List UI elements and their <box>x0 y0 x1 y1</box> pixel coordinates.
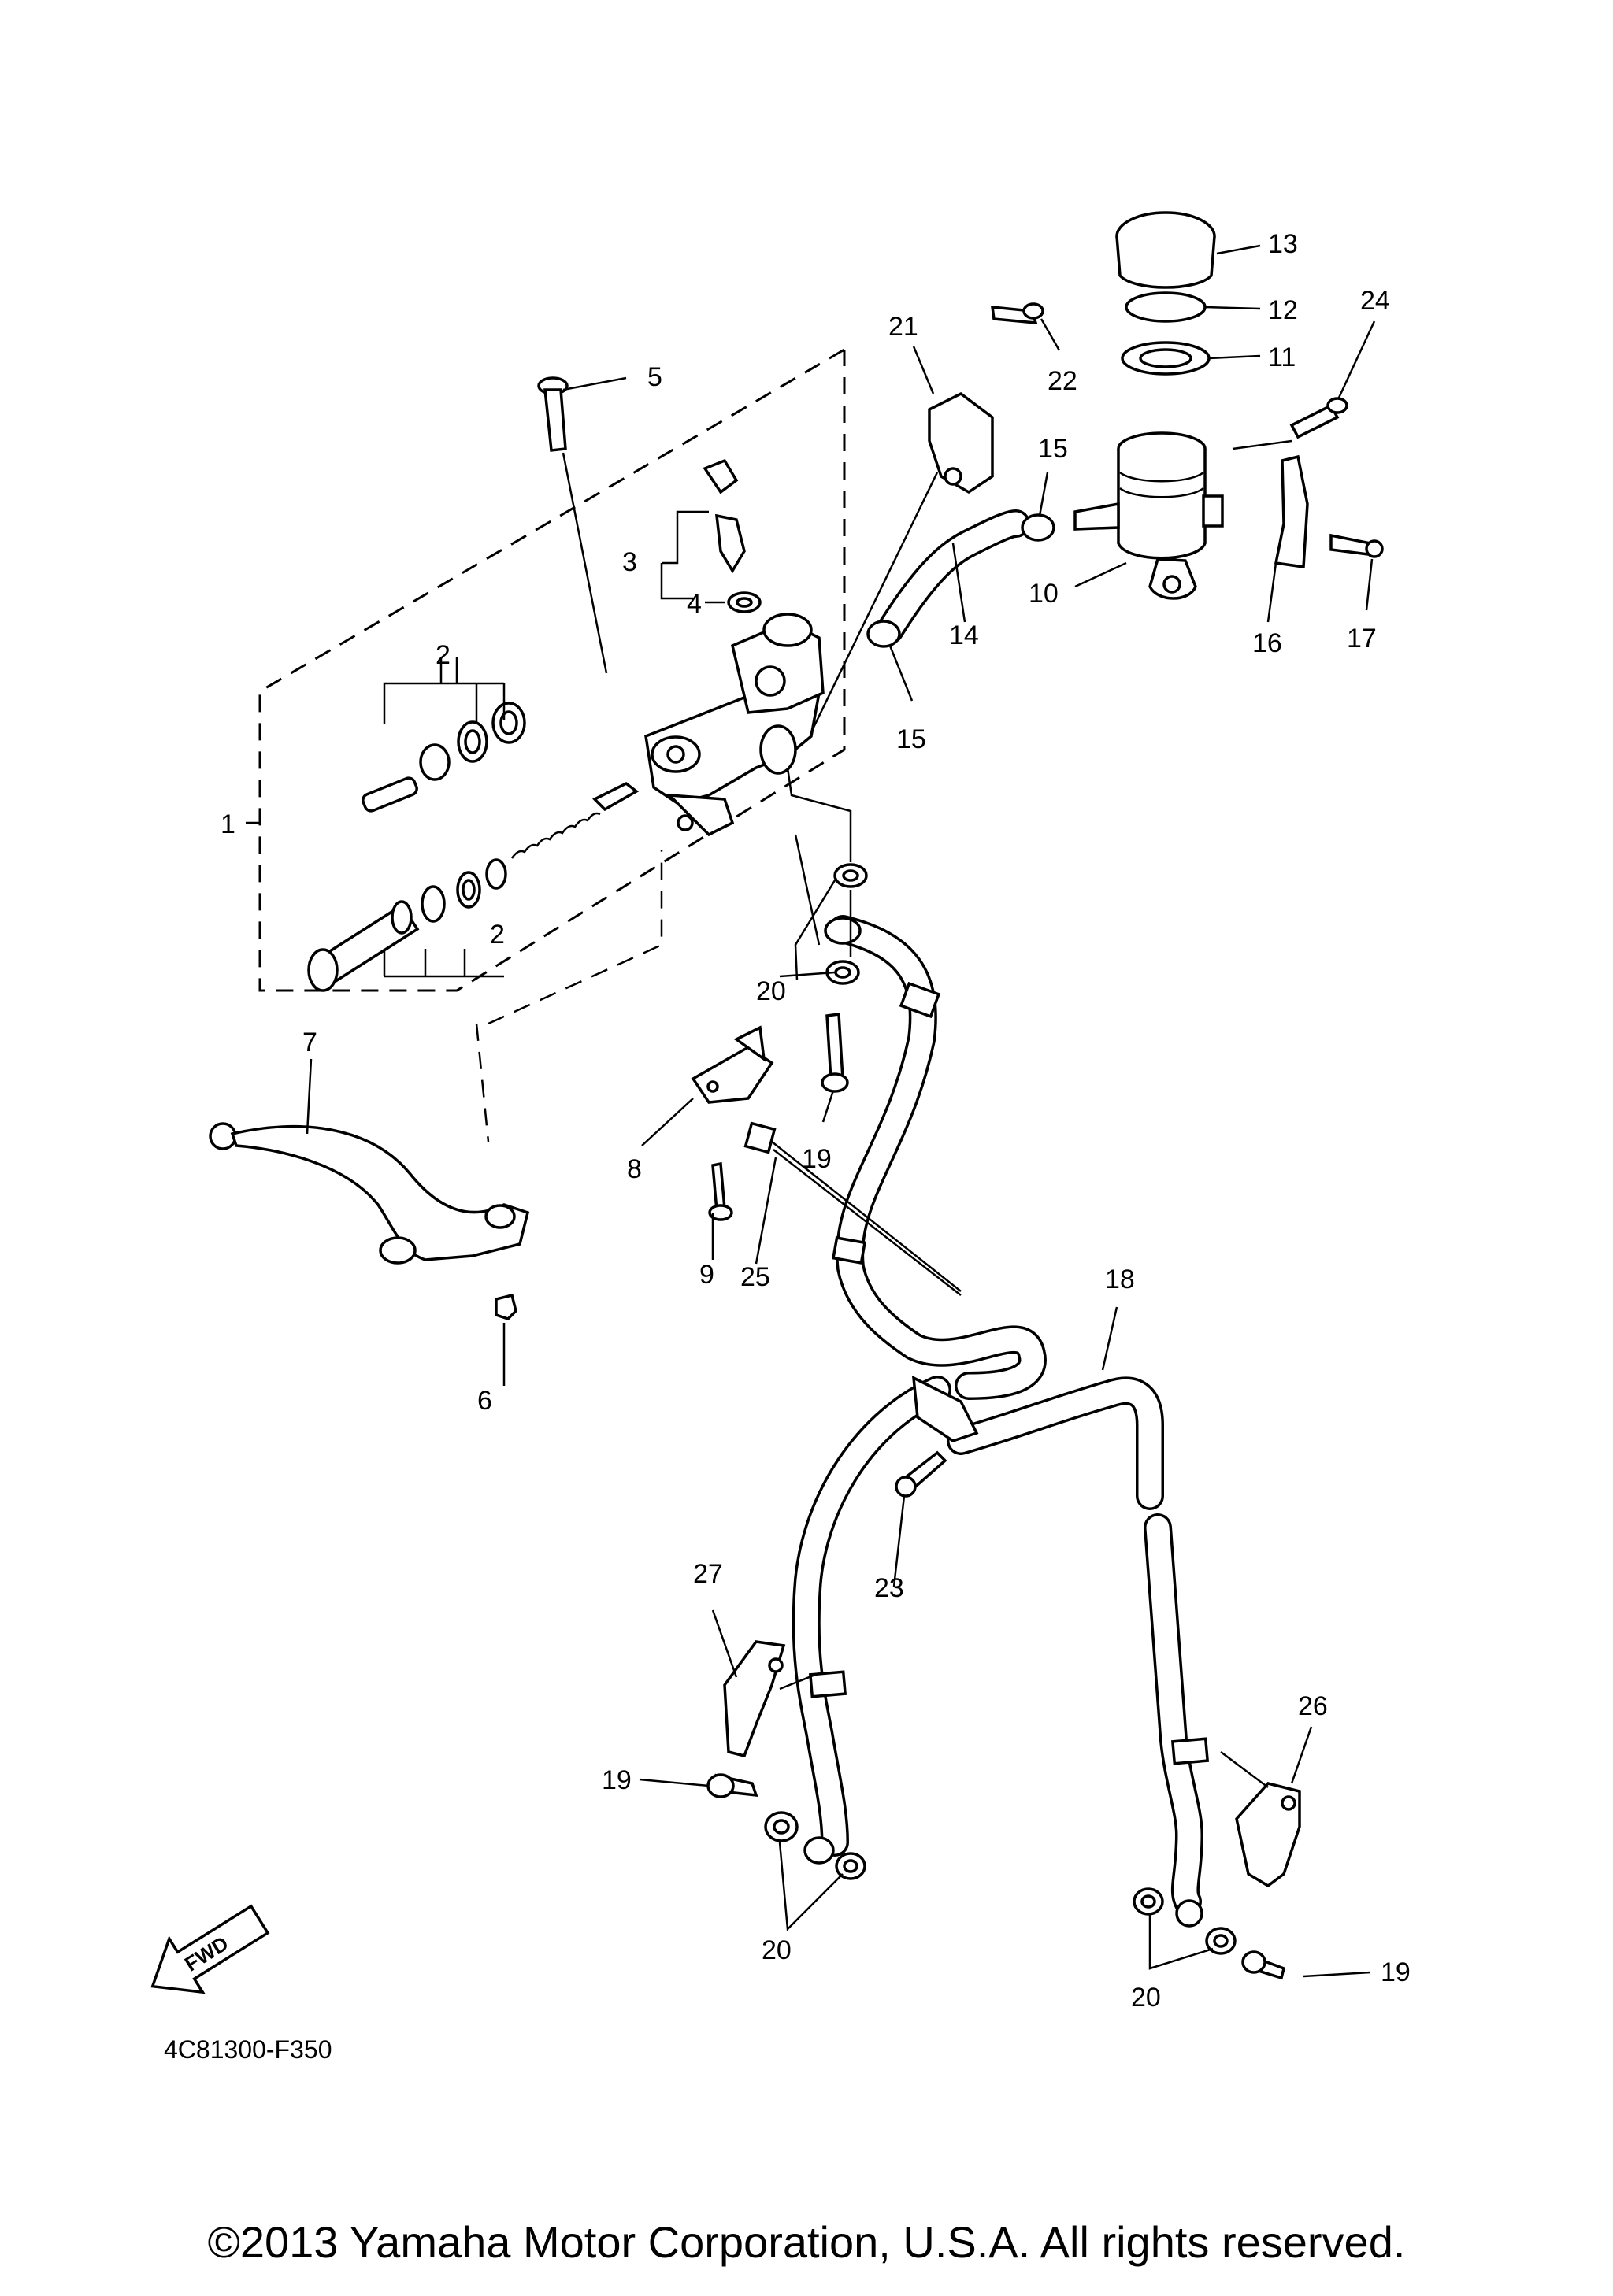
callout-8: 8 <box>627 1154 642 1184</box>
callout-5: 5 <box>647 362 662 392</box>
callout-2-upper: 2 <box>436 640 451 670</box>
callout-14: 14 <box>949 620 979 650</box>
callout-18: 18 <box>1105 1265 1135 1294</box>
callout-6: 6 <box>477 1386 492 1416</box>
callout-16: 16 <box>1252 628 1282 658</box>
leader-lines <box>246 244 1376 1978</box>
callout-1: 1 <box>221 809 235 839</box>
diagram-code: 4C81300-F350 <box>164 2035 332 2064</box>
callout-15-upper: 15 <box>1038 434 1068 464</box>
callout-19-lower-left: 19 <box>602 1765 632 1795</box>
callout-23: 23 <box>874 1573 904 1603</box>
callout-19-lower-right: 19 <box>1381 1957 1411 1987</box>
bleed-screw-and-cap <box>703 458 762 613</box>
callout-17: 17 <box>1347 624 1377 654</box>
callout-7: 7 <box>302 1028 317 1057</box>
callout-2-lower: 2 <box>490 920 505 950</box>
callout-26: 26 <box>1298 1691 1328 1721</box>
callout-15-lower: 15 <box>896 724 926 754</box>
hose-holder-26 <box>1235 1782 1301 1888</box>
callout-10: 10 <box>1029 579 1059 609</box>
callout-9: 9 <box>699 1260 714 1290</box>
callout-13: 13 <box>1268 229 1298 259</box>
union-bolt-and-washers <box>821 863 868 1093</box>
brake-lever <box>209 1122 530 1321</box>
callout-3: 3 <box>622 547 637 577</box>
pivot-bolt <box>537 376 569 452</box>
callout-24: 24 <box>1360 286 1390 316</box>
copyright-notice: ©2013 Yamaha Motor Corporation, U.S.A. A… <box>207 2217 1406 2267</box>
master-cylinder-body <box>644 613 825 837</box>
reservoir-bracket-and-screw <box>1274 454 1384 569</box>
callout-27: 27 <box>693 1559 723 1589</box>
callout-19-upper: 19 <box>802 1144 832 1174</box>
callout-11: 11 <box>1268 343 1296 372</box>
bolt-23 <box>895 1450 947 1498</box>
callout-21: 21 <box>888 312 918 342</box>
piston-kit <box>307 702 640 992</box>
reservoir-hose <box>866 509 1055 648</box>
lower-bolts-and-washers <box>706 1773 1286 1980</box>
reservoir-cap <box>1115 211 1216 376</box>
callout-20-upper: 20 <box>756 976 786 1006</box>
callout-22: 22 <box>1048 366 1077 396</box>
reservoir-tank <box>1073 431 1224 600</box>
cable-tie <box>743 1121 962 1296</box>
reservoir-holder <box>928 302 1348 494</box>
callout-25: 25 <box>740 1262 770 1292</box>
brake-hose-lower <box>792 1376 1210 1928</box>
callout-12: 12 <box>1268 295 1298 325</box>
brake-hose-upper <box>824 915 1047 1400</box>
callout-20-lower-left: 20 <box>762 1935 792 1965</box>
fwd-arrow-icon: FWD <box>150 1904 270 1994</box>
callout-4: 4 <box>687 589 702 619</box>
hose-holder-27 <box>723 1640 786 1758</box>
brake-switch <box>691 1025 774 1221</box>
callout-20-lower-right: 20 <box>1131 1983 1161 2013</box>
